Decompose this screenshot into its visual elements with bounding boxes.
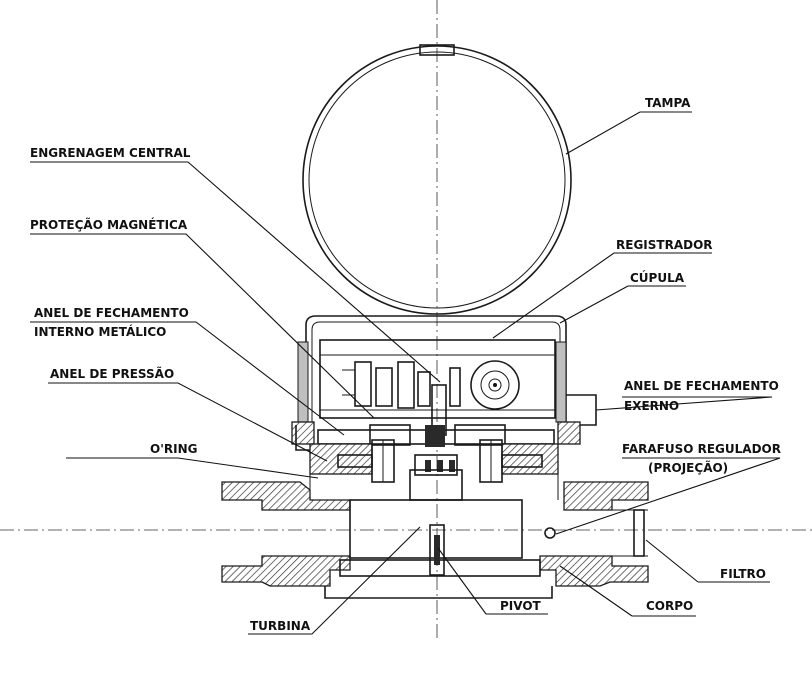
lid-drawing [302, 44, 572, 315]
label-oring: O'RING [150, 442, 197, 456]
closing-rings-drawing [291, 394, 597, 500]
label-turbina: TURBINA [250, 619, 311, 633]
label-anel-externo-line1: ANEL DE FECHAMENTO [624, 379, 779, 393]
label-anel-externo-line2: EXERNO [624, 399, 679, 413]
label-cupula: CÚPULA [630, 270, 685, 285]
label-protecao-magnetica: PROTEÇÃO MAGNÉTICA [30, 217, 188, 232]
label-anel-interno-line1: ANEL DE FECHAMENTO [34, 306, 189, 320]
body-drawing [221, 469, 649, 599]
label-engrenagem-central: ENGRENAGEM CENTRAL [30, 146, 191, 160]
label-registrador: REGISTRADOR [616, 238, 713, 252]
label-tampa: TAMPA [645, 96, 691, 110]
dome-drawing [297, 315, 567, 436]
label-parafuso-line2: (PROJEÇÃO) [648, 460, 728, 475]
leader-lines [30, 111, 781, 635]
label-parafuso-line1: FARAFUSO REGULADOR [622, 442, 781, 456]
label-pivot: PIVOT [500, 599, 542, 613]
label-filtro: FILTRO [720, 567, 766, 581]
centerlines [0, 0, 812, 640]
labels: TAMPA ENGRENAGEM CENTRAL PROTEÇÃO MAGNÉT… [30, 96, 781, 633]
label-anel-pressao: ANEL DE PRESSÃO [50, 366, 174, 381]
label-corpo: CORPO [646, 599, 693, 613]
label-anel-interno-line2: INTERNO METÁLICO [34, 324, 166, 339]
